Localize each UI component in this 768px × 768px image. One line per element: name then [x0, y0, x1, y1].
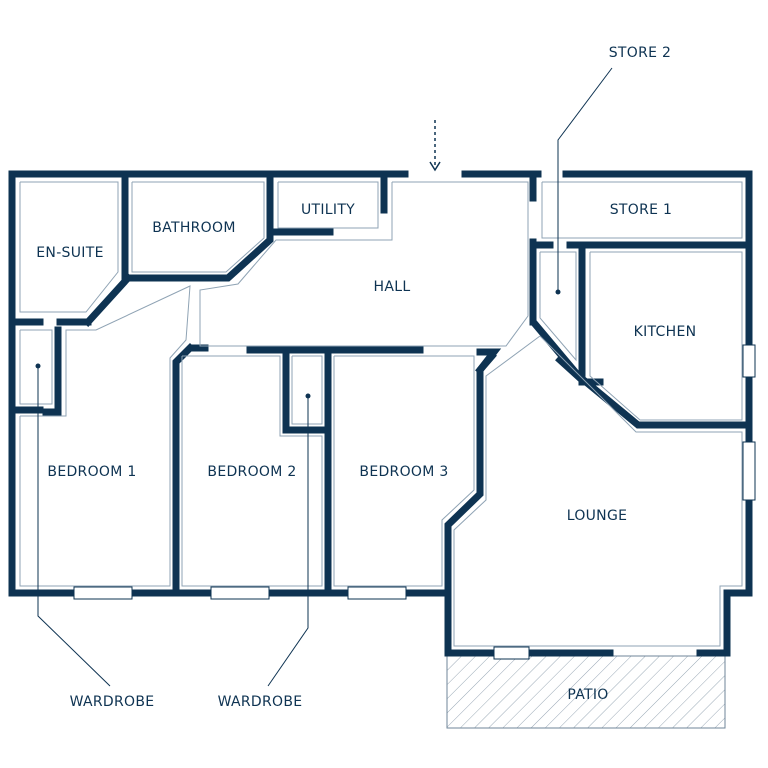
label-kitchen: KITCHEN — [634, 324, 697, 340]
window — [210, 586, 270, 600]
inner-faces — [19, 181, 743, 647]
label-store1: STORE 1 — [610, 202, 673, 218]
label-hall: HALL — [374, 279, 411, 295]
label-store2: STORE 2 — [609, 45, 672, 61]
window — [347, 586, 407, 600]
label-wardrobe-1: WARDROBE — [70, 694, 155, 710]
windows — [73, 344, 756, 660]
window — [493, 646, 530, 660]
label-lounge: LOUNGE — [567, 508, 628, 524]
outer-walls — [8, 170, 753, 657]
window — [742, 441, 756, 501]
label-ensuite: EN-SUITE — [36, 245, 103, 261]
label-bedroom3: BEDROOM 3 — [359, 464, 448, 480]
label-utility: UTILITY — [301, 202, 355, 218]
window — [742, 344, 756, 378]
room-labels: STORE 2 STORE 1 UTILITY BATHROOM EN-SUIT… — [36, 45, 696, 710]
label-patio: PATIO — [567, 687, 608, 703]
patio-area — [446, 655, 726, 729]
label-wardrobe-2: WARDROBE — [218, 694, 303, 710]
interior-walls — [10, 174, 750, 594]
label-bathroom: BATHROOM — [152, 220, 235, 236]
entrance-arrow-icon — [429, 120, 441, 172]
label-bedroom1: BEDROOM 1 — [47, 464, 136, 480]
leader-lines — [35, 67, 613, 687]
window — [73, 586, 133, 600]
label-bedroom2: BEDROOM 2 — [207, 464, 296, 480]
